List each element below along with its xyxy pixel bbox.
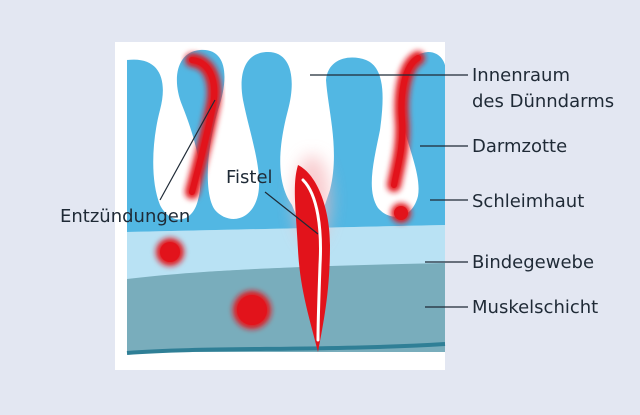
muscle-bottom-line bbox=[126, 342, 446, 355]
leader-fistula bbox=[264, 191, 319, 235]
inflammation-spot-muscle-core bbox=[237, 295, 267, 325]
label-lumen-line2: des Dünndarms bbox=[472, 91, 614, 112]
label-connective: Bindegewebe bbox=[472, 252, 594, 273]
muscle-layer bbox=[127, 262, 445, 352]
fistula bbox=[294, 165, 330, 352]
label-muscle: Muskelschicht bbox=[472, 297, 598, 318]
label-villus: Darmzotte bbox=[472, 136, 567, 157]
label-fistula: Fistel bbox=[226, 167, 273, 188]
mucosa-layer bbox=[127, 49, 445, 232]
label-lumen-line1: Innenraum bbox=[472, 65, 570, 86]
inflammation-spot-right-core bbox=[394, 206, 408, 220]
label-inflammation: Entzündungen bbox=[60, 206, 190, 227]
inflammation-villus-left-core bbox=[189, 57, 218, 195]
leader-inflammation bbox=[159, 99, 216, 201]
label-mucosa: Schleimhaut bbox=[472, 191, 584, 212]
inflammation-villus-right-core bbox=[391, 55, 421, 188]
fistula-channel bbox=[301, 178, 322, 342]
connective-tissue-layer bbox=[127, 225, 445, 279]
inflammation-spot-left-core bbox=[160, 242, 180, 262]
